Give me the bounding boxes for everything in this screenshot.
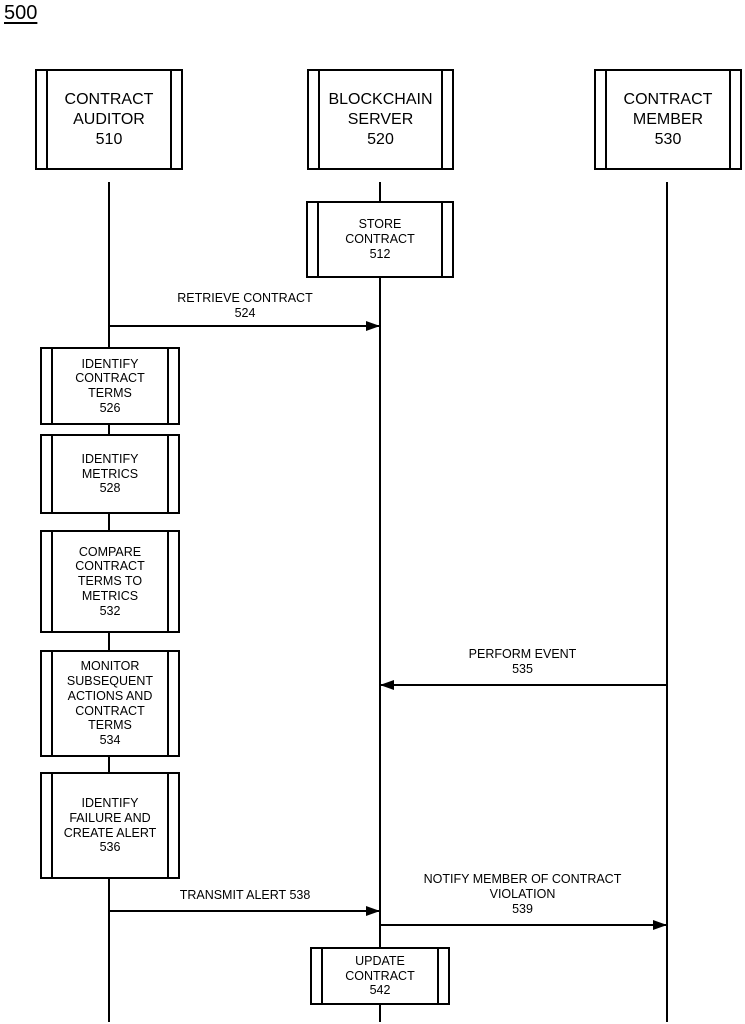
message-transmit-alert: TRANSMIT ALERT 538 bbox=[130, 888, 360, 903]
step-label: COMPARE CONTRACT TERMS TO METRICS 532 bbox=[75, 545, 144, 619]
step-label: STORE CONTRACT 512 bbox=[345, 217, 414, 261]
actor-label: BLOCKCHAIN SERVER 520 bbox=[328, 90, 432, 150]
actor-label: CONTRACT AUDITOR 510 bbox=[65, 90, 154, 150]
message-perform-event: PERFORM EVENT 535 bbox=[400, 647, 645, 677]
step-update-contract: UPDATE CONTRACT 542 bbox=[310, 947, 450, 1005]
step-monitor-actions: MONITOR SUBSEQUENT ACTIONS AND CONTRACT … bbox=[40, 650, 180, 757]
step-store-contract: STORE CONTRACT 512 bbox=[306, 201, 454, 278]
step-label: IDENTIFY FAILURE AND CREATE ALERT 536 bbox=[64, 796, 157, 855]
step-label: IDENTIFY METRICS 528 bbox=[82, 452, 139, 496]
step-compare-terms-metrics: COMPARE CONTRACT TERMS TO METRICS 532 bbox=[40, 530, 180, 633]
step-identify-contract-terms: IDENTIFY CONTRACT TERMS 526 bbox=[40, 347, 180, 425]
message-retrieve-contract: RETRIEVE CONTRACT 524 bbox=[130, 291, 360, 321]
step-label: MONITOR SUBSEQUENT ACTIONS AND CONTRACT … bbox=[67, 659, 153, 748]
actor-blockchain-server: BLOCKCHAIN SERVER 520 bbox=[307, 69, 454, 170]
step-label: UPDATE CONTRACT 542 bbox=[345, 954, 414, 998]
message-notify-member: NOTIFY MEMBER OF CONTRACT VIOLATION 539 bbox=[390, 872, 655, 917]
step-identify-metrics: IDENTIFY METRICS 528 bbox=[40, 434, 180, 514]
step-identify-failure: IDENTIFY FAILURE AND CREATE ALERT 536 bbox=[40, 772, 180, 879]
step-label: IDENTIFY CONTRACT TERMS 526 bbox=[75, 357, 144, 416]
actor-contract-auditor: CONTRACT AUDITOR 510 bbox=[35, 69, 183, 170]
actor-label: CONTRACT MEMBER 530 bbox=[624, 90, 713, 150]
actor-contract-member: CONTRACT MEMBER 530 bbox=[594, 69, 742, 170]
